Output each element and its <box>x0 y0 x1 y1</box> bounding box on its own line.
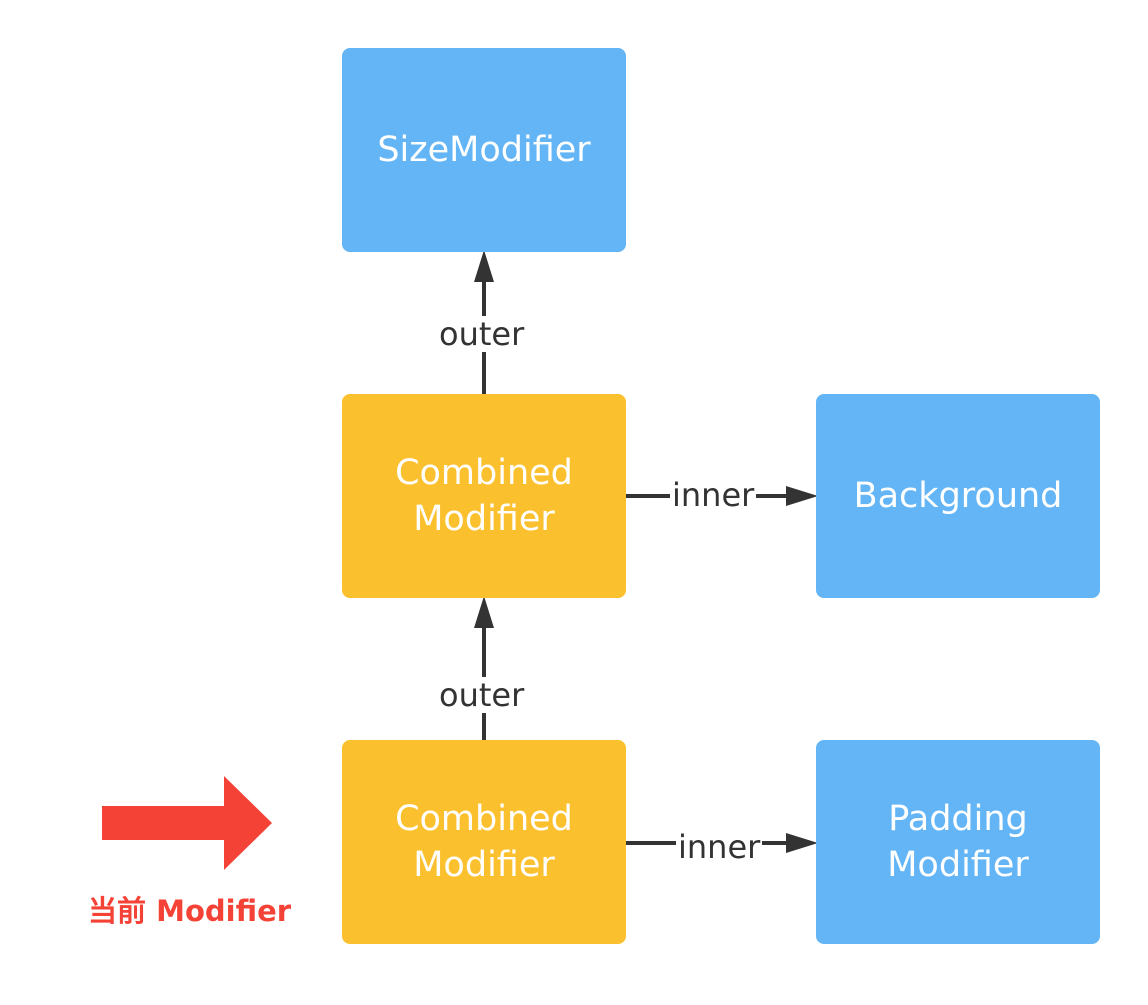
node-combined-modifier-2: Combined Modifier <box>342 740 626 944</box>
current-modifier-label: 当前 Modifier <box>88 894 292 928</box>
node-size-modifier-line-1: SizeModifier <box>377 130 591 170</box>
node-background-line-1: Background <box>853 476 1063 516</box>
edge-label-inner-top: inner <box>670 476 757 514</box>
edge-label-outer-top: outer <box>437 315 527 353</box>
node-background: Background <box>816 394 1100 598</box>
node-combined-modifier-1: Combined Modifier <box>342 394 626 598</box>
current-modifier-arrow <box>102 776 272 870</box>
node-combined-2-line-2: Modifier <box>413 845 555 885</box>
arrowhead-outer-top <box>474 250 494 282</box>
arrowhead-outer-bottom <box>474 596 494 628</box>
node-combined-1-line-2: Modifier <box>413 499 555 539</box>
edge-label-outer-bottom: outer <box>437 676 527 714</box>
edge-label-inner-bottom: inner <box>676 828 763 866</box>
node-combined-2-line-1: Combined <box>395 799 573 839</box>
node-padding-line-2: Modifier <box>887 845 1029 885</box>
node-combined-1-line-1: Combined <box>395 453 573 493</box>
arrowhead-inner-top <box>786 486 818 506</box>
node-size-modifier: SizeModifier <box>342 48 626 252</box>
node-padding-modifier: Padding Modifier <box>816 740 1100 944</box>
node-padding-line-1: Padding <box>888 799 1028 839</box>
arrowhead-inner-bottom <box>786 833 818 853</box>
